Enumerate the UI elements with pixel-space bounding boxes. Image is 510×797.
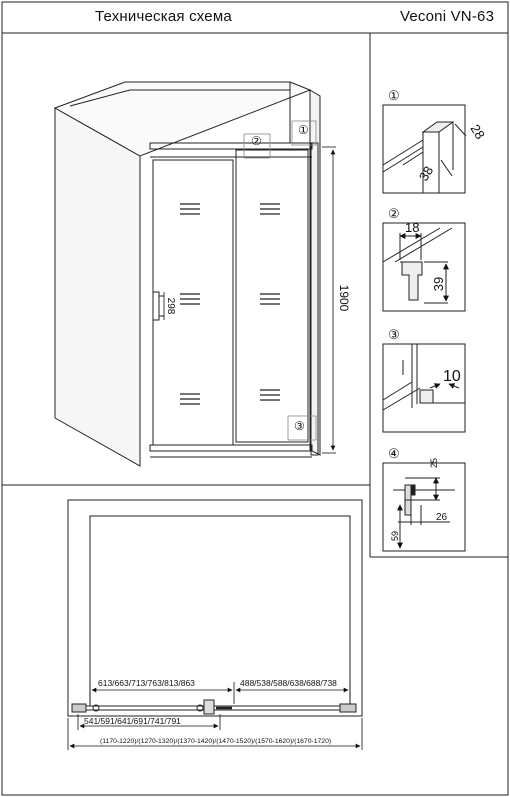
plan-total-label: (1170-1220)/(1270-1320)/(1370-1420)/(147… bbox=[100, 738, 331, 745]
vent-slots bbox=[180, 203, 280, 405]
detail-2-dim-18: 18 bbox=[405, 220, 419, 235]
detail-4-box bbox=[382, 462, 466, 552]
detail-2-box bbox=[382, 222, 466, 312]
plan-fixed-label: 613/663/713/763/813/863 bbox=[98, 678, 195, 688]
detail-1-box bbox=[382, 104, 467, 194]
top-surface bbox=[53, 81, 312, 157]
detail-1-dim-38: 38 bbox=[416, 163, 436, 183]
bottom-rail bbox=[149, 444, 313, 452]
callout-boxes bbox=[243, 120, 317, 441]
callout-1-main: ① bbox=[298, 123, 309, 137]
top-rail bbox=[149, 142, 313, 150]
fixed-glass-panel bbox=[152, 159, 234, 446]
sliding-door-panel bbox=[235, 149, 309, 443]
drawing-title: Техническая схема bbox=[95, 8, 232, 25]
detail-4-number: ④ bbox=[388, 446, 400, 461]
door-handle bbox=[152, 291, 160, 321]
left-wall bbox=[54, 107, 141, 467]
shower-enclosure-view bbox=[53, 81, 321, 467]
model-name: Veconi VN-63 bbox=[400, 8, 495, 25]
wall-profile bbox=[310, 142, 319, 456]
detail-4-dim-26: 26 bbox=[436, 512, 448, 523]
callout-2-main: ② bbox=[251, 134, 262, 148]
detail-2-number: ② bbox=[388, 206, 400, 221]
detail-4-dim-59: 59 bbox=[390, 531, 400, 541]
plan-dimensions bbox=[67, 682, 363, 750]
height-dimension bbox=[322, 146, 336, 454]
detail-3-number: ③ bbox=[388, 327, 400, 342]
detail-3-dim-10: 10 bbox=[443, 368, 461, 385]
detail-1-number: ① bbox=[388, 88, 400, 103]
plan-door-label: 488/538/588/638/688/738 bbox=[240, 678, 337, 688]
plan-opening-label: 541/591/641/691/741/791 bbox=[84, 716, 181, 726]
detail-1-dim-28: 28 bbox=[467, 122, 487, 142]
plan-view bbox=[67, 499, 363, 717]
detail-2-dim-39: 39 bbox=[431, 277, 446, 291]
callout-3-main: ③ bbox=[294, 419, 305, 433]
detail-3-box bbox=[382, 343, 466, 433]
detail-4-dim-25: 25 bbox=[429, 458, 439, 468]
height-label: 1900 bbox=[337, 285, 351, 312]
handle-label: 298 bbox=[165, 298, 176, 315]
